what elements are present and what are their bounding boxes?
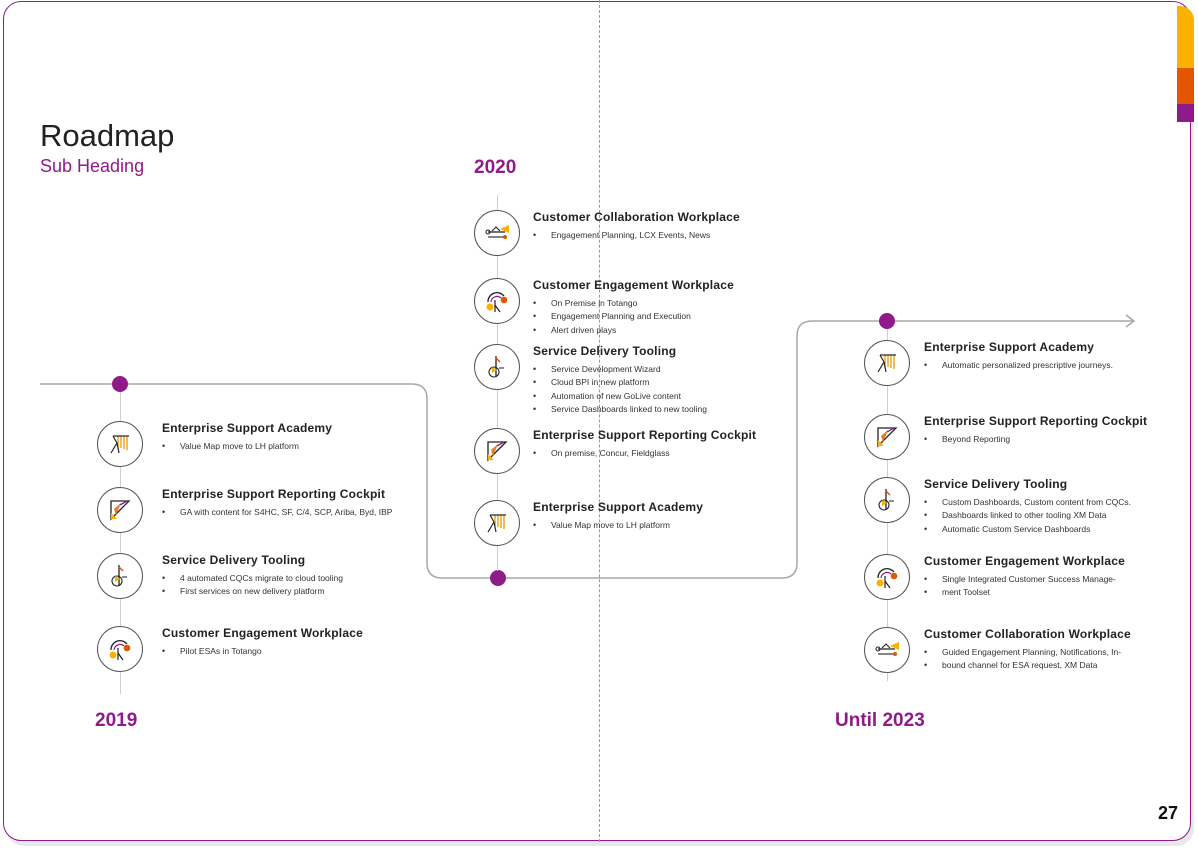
cockpit-icon [474, 428, 520, 474]
cockpit-icon [864, 414, 910, 460]
page-subtitle: Sub Heading [40, 156, 145, 176]
academy-icon [474, 500, 520, 546]
item-bullets: Automatic personalized prescriptive jour… [924, 359, 1113, 373]
bullet-item: Engagement Planning, LCX Events, News [533, 229, 710, 243]
page-number: 27 [1158, 803, 1179, 823]
bullet-item: Guided Engagement Planning, Notification… [924, 646, 1121, 660]
bullet-item: Value Map move to LH platform [533, 519, 670, 533]
item-title: Customer Engagement Workplace [924, 554, 1125, 568]
item-bullets: Value Map move to LH platform [162, 440, 299, 454]
bullet-item: On premise, Concur, Fieldglass [533, 447, 670, 461]
item-bullets: Custom Dashboards, Custom content from C… [924, 496, 1131, 536]
academy-icon [97, 421, 143, 467]
academy-icon [864, 340, 910, 386]
year-label-2023: Until 2023 [835, 710, 925, 731]
bullet-item: ment Toolset [924, 586, 1116, 600]
year-label-2020: 2020 [474, 157, 517, 178]
bullet-item: bound channel for ESA request, XM Data [924, 659, 1121, 673]
engagement-icon [474, 278, 520, 324]
bullet-item: Automatic personalized prescriptive jour… [924, 359, 1113, 373]
milestone-dot-2023 [879, 313, 895, 329]
tooling-icon [864, 477, 910, 523]
collaboration-icon [864, 627, 910, 673]
item-bullets: 4 automated CQCs migrate to cloud toolin… [162, 572, 343, 599]
bullet-item: On Premise in Totango [533, 297, 691, 311]
item-title: Enterprise Support Academy [162, 421, 333, 435]
item-bullets: Engagement Planning, LCX Events, News [533, 229, 710, 243]
bullet-item: Dashboards linked to other tooling XM Da… [924, 509, 1131, 523]
column-connector-2019 [120, 392, 121, 694]
accent-bar-orange [1177, 68, 1194, 104]
bullet-item: Custom Dashboards, Custom content from C… [924, 496, 1131, 510]
item-title: Enterprise Support Reporting Cockpit [533, 428, 757, 442]
bullet-item: Engagement Planning and Execution [533, 310, 691, 324]
bullet-item: Beyond Reporting [924, 433, 1010, 447]
engagement-icon [864, 554, 910, 600]
page-divider [599, 0, 600, 842]
engagement-icon [97, 626, 143, 672]
milestone-dot-2019 [112, 376, 128, 392]
corner-accent-bars [1177, 6, 1194, 122]
bullet-item: Value Map move to LH platform [162, 440, 299, 454]
bullet-item: Alert driven plays [533, 324, 691, 338]
item-title: Enterprise Support Reporting Cockpit [924, 414, 1148, 428]
item-title: Enterprise Support Academy [533, 500, 704, 514]
item-bullets: On premise, Concur, Fieldglass [533, 447, 670, 461]
item-title: Service Delivery Tooling [533, 344, 677, 358]
page-title: Roadmap [40, 118, 175, 153]
item-title: Customer Engagement Workplace [533, 278, 734, 292]
accent-bar-purple [1177, 104, 1194, 122]
page-frame [3, 1, 1191, 841]
bullet-item: First services on new delivery platform [162, 585, 343, 599]
item-title: Enterprise Support Academy [924, 340, 1095, 354]
bullet-item: Cloud BPI in new platform [533, 376, 707, 390]
item-title: Enterprise Support Reporting Cockpit [162, 487, 386, 501]
tooling-icon [97, 553, 143, 599]
item-bullets: Value Map move to LH platform [533, 519, 670, 533]
bullet-item: Automation of new GoLive content [533, 390, 707, 404]
bullet-item: GA with content for S4HC, SF, C/4, SCP, … [162, 506, 392, 520]
bullet-item: Pilot ESAs in Totango [162, 645, 262, 659]
bullet-item: Automatic Custom Service Dashboards [924, 523, 1131, 537]
tooling-icon [474, 344, 520, 390]
bullet-item: Service Dashboards linked to new tooling [533, 403, 707, 417]
item-bullets: On Premise in TotangoEngagement Planning… [533, 297, 691, 337]
item-bullets: Service Development WizardCloud BPI in n… [533, 363, 707, 416]
collaboration-icon [474, 210, 520, 256]
item-title: Customer Collaboration Workplace [533, 210, 740, 224]
item-bullets: Pilot ESAs in Totango [162, 645, 262, 659]
milestone-dot-2020 [490, 570, 506, 586]
accent-bar-yellow [1177, 6, 1194, 68]
cockpit-icon [97, 487, 143, 533]
item-bullets: GA with content for S4HC, SF, C/4, SCP, … [162, 506, 392, 520]
item-title: Customer Engagement Workplace [162, 626, 363, 640]
bullet-item: 4 automated CQCs migrate to cloud toolin… [162, 572, 343, 586]
item-bullets: Beyond Reporting [924, 433, 1010, 447]
bullet-item: Single Integrated Customer Success Manag… [924, 573, 1116, 587]
bullet-item: Service Development Wizard [533, 363, 707, 377]
year-label-2019: 2019 [95, 710, 138, 731]
item-bullets: Single Integrated Customer Success Manag… [924, 573, 1116, 600]
item-title: Customer Collaboration Workplace [924, 627, 1131, 641]
item-title: Service Delivery Tooling [162, 553, 306, 567]
item-title: Service Delivery Tooling [924, 477, 1068, 491]
item-bullets: Guided Engagement Planning, Notification… [924, 646, 1121, 673]
